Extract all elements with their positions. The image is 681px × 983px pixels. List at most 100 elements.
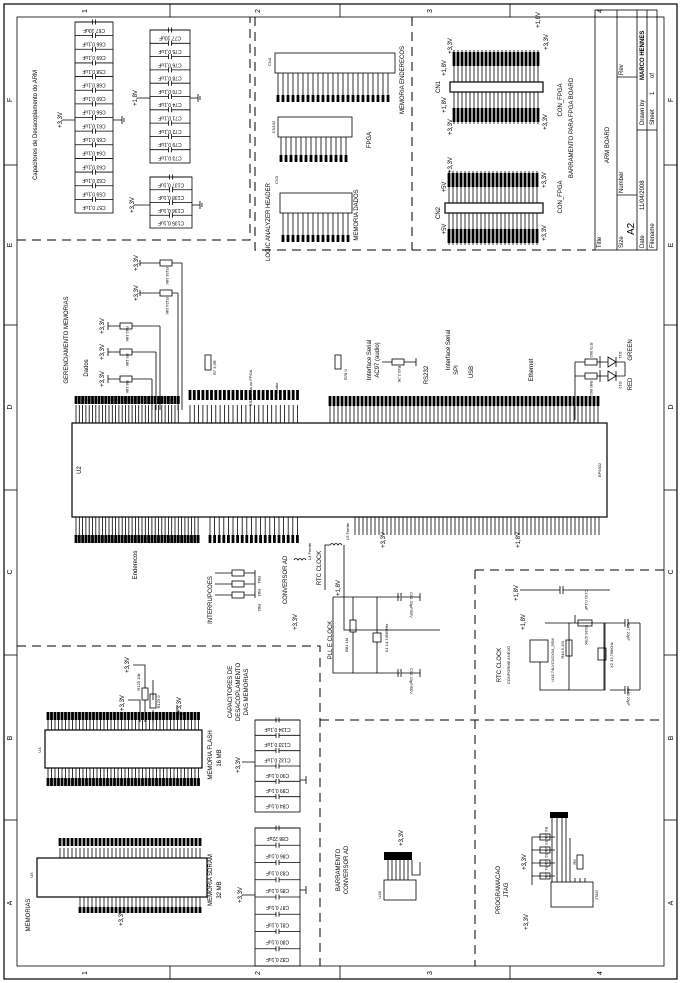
net-label: [515, 229, 519, 243]
rail-label: +3,3V: [238, 887, 244, 903]
net-label: [503, 173, 507, 187]
net-label: [150, 838, 154, 846]
net-label: [507, 173, 511, 187]
resistor-label: R84: [257, 576, 262, 584]
capacitor-label: C61 0,1uF: [82, 122, 105, 128]
net-label: [162, 712, 165, 720]
net-label: [495, 173, 499, 187]
net-label: [101, 396, 104, 404]
net-label: [459, 229, 463, 243]
net-label: [70, 838, 74, 846]
net-label: [480, 396, 484, 406]
capacitor-label: C62 0,1uF: [82, 177, 105, 183]
net-label: [143, 396, 147, 404]
net-label: [167, 396, 170, 404]
net-label: [459, 173, 463, 187]
net-label: [158, 907, 162, 913]
net-label: [71, 778, 74, 786]
net-label: [140, 535, 144, 543]
capacitor-label: C88 22uF: [267, 835, 289, 841]
net-label: [532, 52, 536, 66]
rail-label: +3,3V: [543, 114, 549, 130]
net-label: [319, 155, 323, 162]
capacitor-label: C75 0,1uF: [158, 48, 181, 54]
resistor-label: R136 475K: [584, 625, 589, 645]
capacitor-label: C82 0,1uF: [266, 956, 289, 962]
crystal-label: X1 14,7456MHz: [384, 624, 389, 653]
net-label: [572, 396, 576, 406]
net-label: [87, 535, 91, 543]
net-label: [155, 712, 158, 720]
net-label: [316, 235, 320, 242]
title-label: Title: [597, 236, 603, 248]
net-label: [352, 396, 356, 406]
net-label: [198, 838, 202, 846]
net-label: [91, 396, 94, 404]
capacitor-label: C83 0,1uF: [266, 870, 289, 876]
rail-label: +3,3V: [130, 197, 136, 213]
rtc-clock-section: RTC CLOCK CONFORME ANEXO U16 74LVC1GX04_…: [497, 585, 641, 706]
net-label: [186, 535, 190, 543]
section-boundaries: [17, 17, 664, 966]
enderecos-label: Enderecos: [133, 551, 139, 580]
net-label: [519, 173, 523, 187]
net-label: [214, 390, 218, 400]
memories-section: MEMORIAS U4 U5 MEMORIA FLASH 16 MB MEMOR…: [26, 657, 307, 967]
net-label: [504, 396, 508, 406]
capacitor-label: C131 0,1uF: [584, 590, 589, 611]
net-label: [194, 907, 198, 913]
net-label: [282, 535, 285, 543]
net-label: [173, 396, 177, 404]
net-label: [311, 235, 315, 242]
net-label: [447, 229, 451, 243]
column-label: 3: [427, 971, 434, 975]
row-label: F: [668, 98, 675, 102]
net-label: [210, 390, 213, 400]
net-label: [190, 778, 193, 786]
net-label: [113, 712, 116, 720]
capacitor-label: C57 0,1uF: [82, 204, 105, 210]
rail-label: +3,3V: [100, 318, 106, 334]
net-label: [519, 229, 523, 243]
net-label: [480, 52, 484, 66]
net-label: [106, 712, 109, 720]
capacitor-label: C65 0,1uF: [82, 136, 105, 142]
net-label: [147, 396, 150, 404]
net-label: [170, 396, 174, 404]
dados-label: Dados: [84, 359, 90, 376]
resistor-label: R4 10k: [544, 827, 549, 840]
net-label: [503, 229, 507, 243]
net-label: [294, 155, 298, 162]
net-label: [173, 535, 177, 543]
net-label: [197, 778, 200, 786]
net-label: [286, 235, 290, 242]
net-label: [118, 838, 122, 846]
net-label: [102, 778, 106, 786]
net-label: [50, 778, 53, 786]
chip-label: U16 74LVC1GX04_3SM: [550, 638, 555, 681]
net-label: [301, 235, 305, 242]
net-label: [82, 907, 86, 913]
net-label: [560, 396, 564, 406]
net-label: [213, 535, 216, 543]
net-label: [106, 838, 110, 846]
net-label: [110, 838, 114, 846]
net-label: [50, 712, 53, 720]
usb-label: USB: [469, 366, 475, 378]
net-label: [364, 396, 368, 406]
row-label: E: [668, 242, 675, 247]
net-label: [527, 229, 531, 243]
net-label: [84, 396, 88, 404]
net-label: [116, 778, 120, 786]
net-label: [193, 535, 197, 543]
net-label: [126, 907, 130, 913]
net-label: [372, 396, 376, 406]
net-label: [67, 712, 71, 720]
net-label: [217, 535, 221, 543]
net-label: [291, 535, 295, 543]
header-connector: [277, 116, 353, 138]
sdram-label: MEMORIA SDRAM: [208, 854, 214, 906]
net-label: [236, 535, 239, 543]
jtag-section: PROGRAMACAO JTAG R4 10k R3 10k R2 10k R1…: [496, 812, 599, 930]
